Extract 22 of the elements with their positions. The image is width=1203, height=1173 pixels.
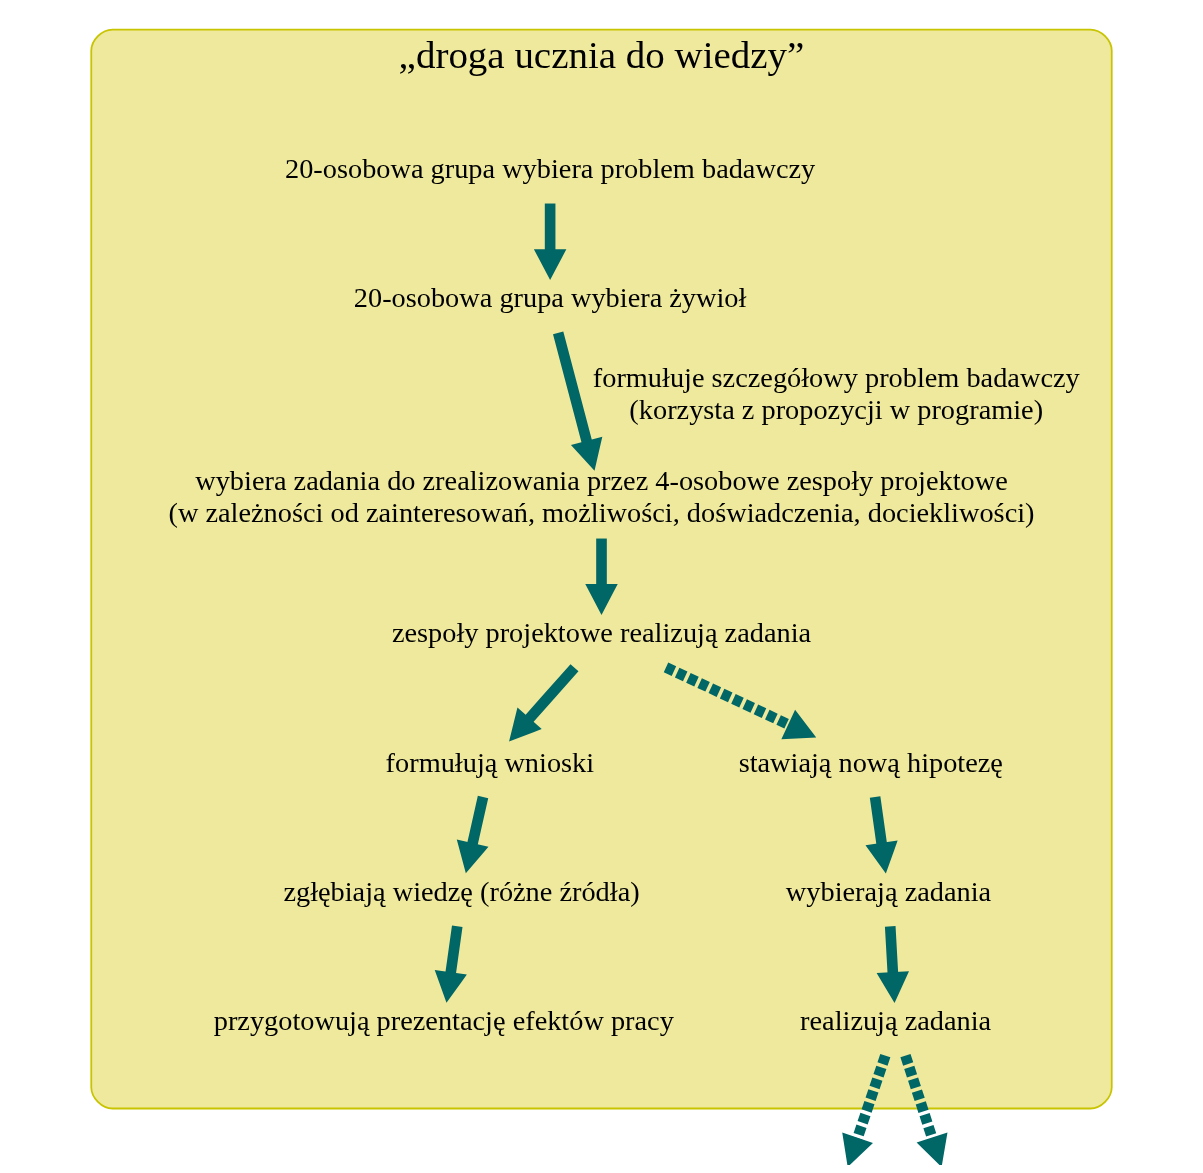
node-text: 20-osobowa grupa wybiera żywioł — [353, 282, 747, 314]
node-text: przygotowują prezentację efektów pracy — [213, 1005, 674, 1037]
arrow — [509, 664, 579, 742]
node-text: zgłębiają wiedzę (różne źródła) — [283, 875, 640, 907]
arrow — [585, 538, 618, 615]
node-text: 20-osobowa grupa wybiera problem badawczy — [285, 153, 816, 185]
arrow — [553, 331, 603, 471]
node-text: stawiają nową hipotezę — [738, 746, 1003, 778]
arrow — [900, 1054, 948, 1165]
arrow — [842, 1053, 891, 1165]
node-text: zespoły projektowe realizują zadania — [391, 617, 812, 649]
arrow — [865, 796, 898, 874]
arrow — [663, 662, 817, 740]
node-text: formułują wnioski — [385, 746, 595, 778]
node-text: wybiera zadania do zrealizowania przez 4-osobowe zespoły projektowe (w zależności od zainteresowań, możliwości, doświadczenia, dociekliwości) — [168, 464, 1035, 528]
node-text: realizują zadania — [800, 1005, 992, 1037]
arrow — [533, 203, 567, 281]
arrow — [456, 795, 489, 874]
arrow — [876, 926, 909, 1003]
arrow — [434, 925, 467, 1003]
node-text: wybierają zadania — [785, 875, 992, 907]
edge-label: formułuje szczegółowy problem badawczy (korzysta z propozycji w programie) — [592, 362, 1080, 425]
